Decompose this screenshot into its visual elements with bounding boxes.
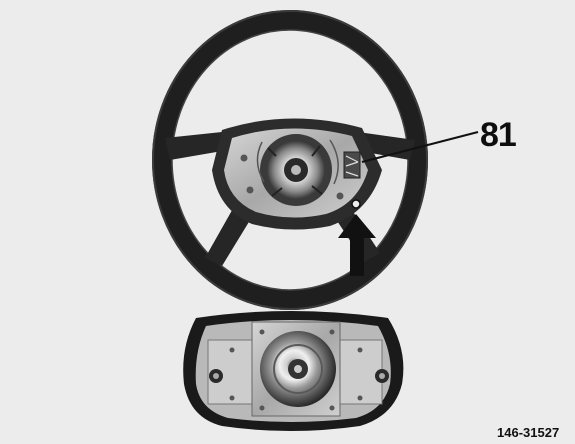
steering-wheel xyxy=(152,10,428,310)
lower-left-spoke xyxy=(205,205,255,266)
airbag-module xyxy=(183,311,404,431)
leader-line xyxy=(361,131,479,163)
wheel-rim xyxy=(152,10,428,310)
connector xyxy=(343,151,361,179)
screw-marker xyxy=(351,199,361,209)
up-arrow-icon xyxy=(338,214,376,276)
figure-code: 146-31527 xyxy=(497,425,560,440)
callout-label: 81 xyxy=(480,116,517,154)
left-spoke xyxy=(165,132,228,160)
